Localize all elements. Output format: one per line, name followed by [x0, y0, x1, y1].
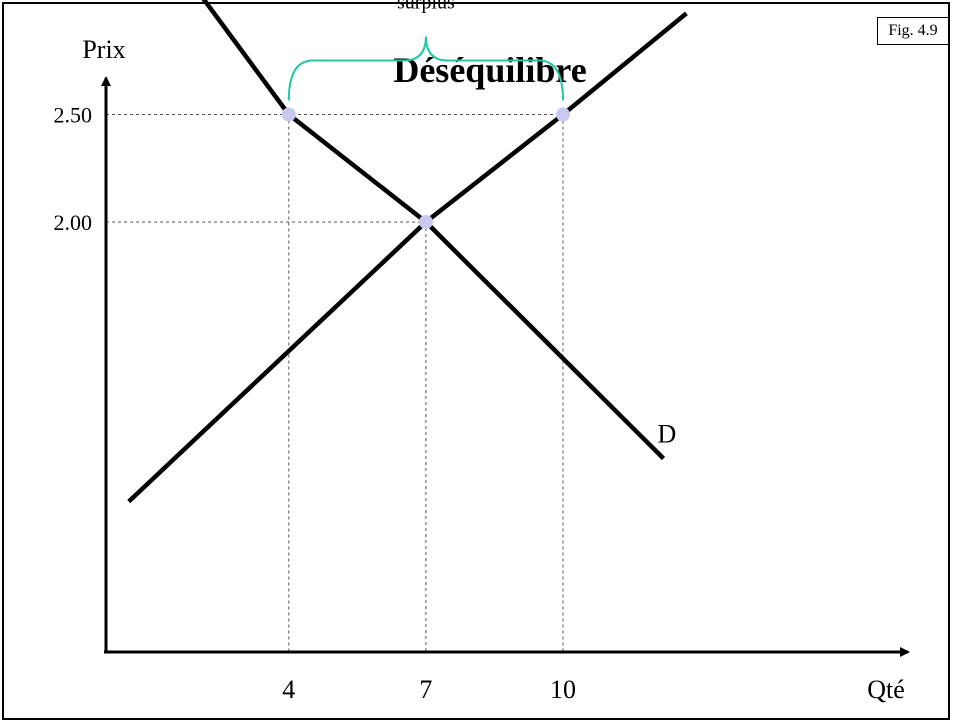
series-line-D	[201, 0, 666, 461]
series-label-O: O	[666, 0, 685, 3]
series-label-D: D	[658, 420, 677, 449]
x-axis-label: Qté	[867, 675, 905, 704]
x-tick-label-1: 7	[419, 675, 432, 704]
series-line-O	[127, 11, 688, 504]
chart-title: Déséquilibre	[393, 50, 586, 90]
tick-labels: 4 7 10 2.00 2.50	[54, 103, 577, 705]
brace-path	[287, 36, 564, 101]
y-axis-label: Prix	[82, 35, 125, 64]
guide-lines	[106, 114, 564, 652]
y-tick-label-1: 2.50	[54, 103, 93, 128]
figure-tag: Fig. 4.9	[877, 17, 949, 45]
data-point-0	[281, 107, 296, 122]
surplus-brace: surplus	[287, 0, 564, 101]
x-tick-label-0: 4	[282, 675, 295, 704]
x-tick-label-2: 10	[550, 675, 576, 704]
data-point-1	[418, 215, 433, 229]
points-group	[281, 107, 570, 229]
annotation-surplus: surplus	[397, 0, 455, 14]
series-group: OD	[127, 0, 688, 504]
data-point-2	[556, 107, 570, 122]
y-tick-label-0: 2.00	[54, 210, 93, 235]
